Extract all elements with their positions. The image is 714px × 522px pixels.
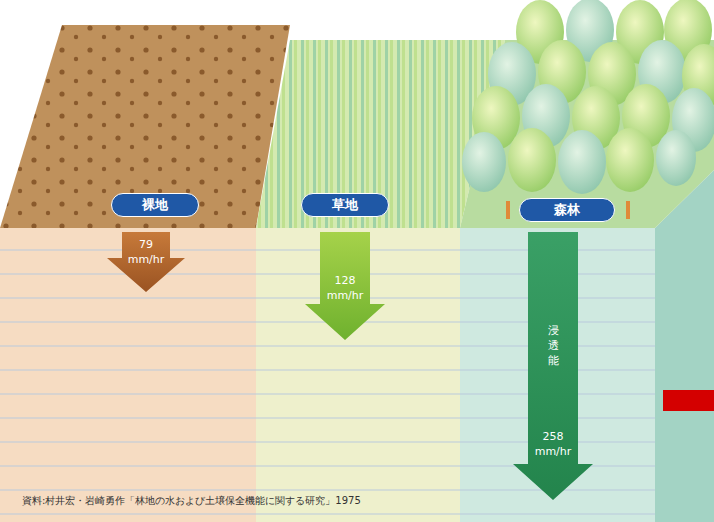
forest-trees [462,0,714,194]
surface-label: 森林 [519,198,615,222]
surface-label: 裸地 [111,193,199,217]
marker-bar [626,201,630,219]
infiltration-arrow: 浸透能 258 mm/hr [513,232,593,500]
arrow-value: 258 mm/hr [535,430,572,460]
marker-bar [506,201,510,219]
surface-name: 草地 [332,196,358,214]
grass-soil-band [256,228,460,522]
arrow-value: 79 mm/hr [128,238,165,268]
surface-name: 森林 [554,201,580,219]
arrow-body [513,232,593,500]
source-note: 資料:村井宏・岩崎勇作「林地の水および土壌保全機能に関する研究」1975 [22,494,361,508]
bare-soil-band [0,228,256,522]
surface-label: 草地 [301,193,389,217]
forest-soil-band [460,228,655,522]
arrow-value: 浸透能 [548,324,559,369]
arrow-value: 128 mm/hr [327,274,364,304]
bare-land-surface [0,25,290,228]
arrow-body [305,232,385,340]
infiltration-arrow: 128 mm/hr [305,232,385,340]
forest-floor-surface [460,40,714,228]
infiltration-arrow: 79 mm/hr [107,232,185,292]
red-tab [663,390,714,411]
arrow-body [107,232,185,292]
block-side-face [655,170,714,522]
surface-name: 裸地 [142,196,168,214]
